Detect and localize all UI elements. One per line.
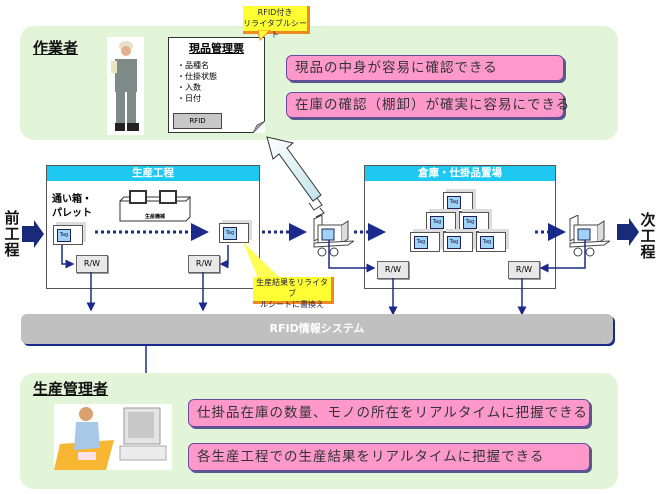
sheet-item: ・日付 bbox=[177, 94, 201, 103]
production-machine-icon bbox=[119, 190, 191, 222]
manager-benefit-1: 仕掛品在庫の数量、モノの所在をリアルタイムに把握できる bbox=[188, 399, 590, 427]
prev-process-label: 前工程 bbox=[4, 209, 20, 259]
callout-pointer-icon bbox=[243, 242, 280, 278]
machine-label: 生産機械 bbox=[144, 214, 165, 220]
container-label: 通い箱・ パレット bbox=[52, 194, 92, 219]
stock-box: Tag bbox=[410, 232, 440, 252]
worker-section-title: 作業者 bbox=[33, 39, 79, 57]
sheet-rfid-label: RFID bbox=[173, 113, 222, 129]
rfid-tag: Tag bbox=[223, 227, 237, 240]
worker-benefit-1: 現品の中身が容易に確認できる bbox=[286, 55, 564, 81]
callout-pointer-icon bbox=[258, 30, 271, 42]
up-arrow-icon bbox=[266, 136, 325, 218]
cart-icon bbox=[569, 215, 610, 257]
reader-writer: R/W bbox=[188, 255, 220, 273]
prev-process-arrow-icon bbox=[22, 220, 44, 248]
manager-section-title: 生産管理者 bbox=[33, 380, 109, 398]
manager-at-desk-icon bbox=[54, 404, 172, 470]
rfid-info-system: RFID情報システム bbox=[21, 314, 613, 344]
production-process-title: 生産工程 bbox=[47, 166, 259, 181]
reader-writer: R/W bbox=[76, 255, 108, 273]
container-box: Tag bbox=[219, 223, 249, 243]
container-box: Tag bbox=[53, 225, 83, 245]
page-curl-icon bbox=[253, 121, 265, 133]
rfid-sheet-callout: RFID付き リライタブルシート bbox=[243, 6, 310, 39]
worker-benefit-2: 在庫の確認（棚卸）が確実に容易にできる bbox=[286, 92, 569, 118]
warehouse-title: 倉庫・仕掛品置場 bbox=[365, 166, 555, 181]
sheet-item: ・入数 bbox=[177, 83, 201, 92]
rewrite-callout: 生産結果をリライタブ ルシートに書換え bbox=[253, 277, 334, 309]
reader-writer: R/W bbox=[377, 261, 409, 279]
rfid-tag: Tag bbox=[57, 229, 71, 242]
next-process-label: 次工程 bbox=[640, 211, 656, 261]
stock-box: Tag bbox=[459, 212, 489, 232]
sheet-title: 現品管理票 bbox=[189, 42, 244, 55]
worker-figure-icon bbox=[107, 37, 144, 135]
stock-box: Tag bbox=[476, 232, 506, 252]
stock-box: Tag bbox=[426, 212, 456, 232]
sheet-item: ・仕掛状態 bbox=[177, 72, 217, 81]
manager-benefit-2: 各生産工程での生産結果をリアルタイムに把握できる bbox=[188, 443, 590, 471]
sheet-item: ・品種名 bbox=[177, 61, 209, 70]
stock-box: Tag bbox=[443, 232, 473, 252]
stock-box: Tag bbox=[443, 192, 473, 212]
inventory-sheet: 現品管理票 ・品種名 ・仕掛状態 ・入数 ・日付 RFID bbox=[168, 37, 265, 133]
next-process-arrow-icon bbox=[617, 218, 639, 246]
cart-icon bbox=[313, 215, 354, 257]
rfid-info-system-label: RFID情報システム bbox=[269, 322, 365, 335]
